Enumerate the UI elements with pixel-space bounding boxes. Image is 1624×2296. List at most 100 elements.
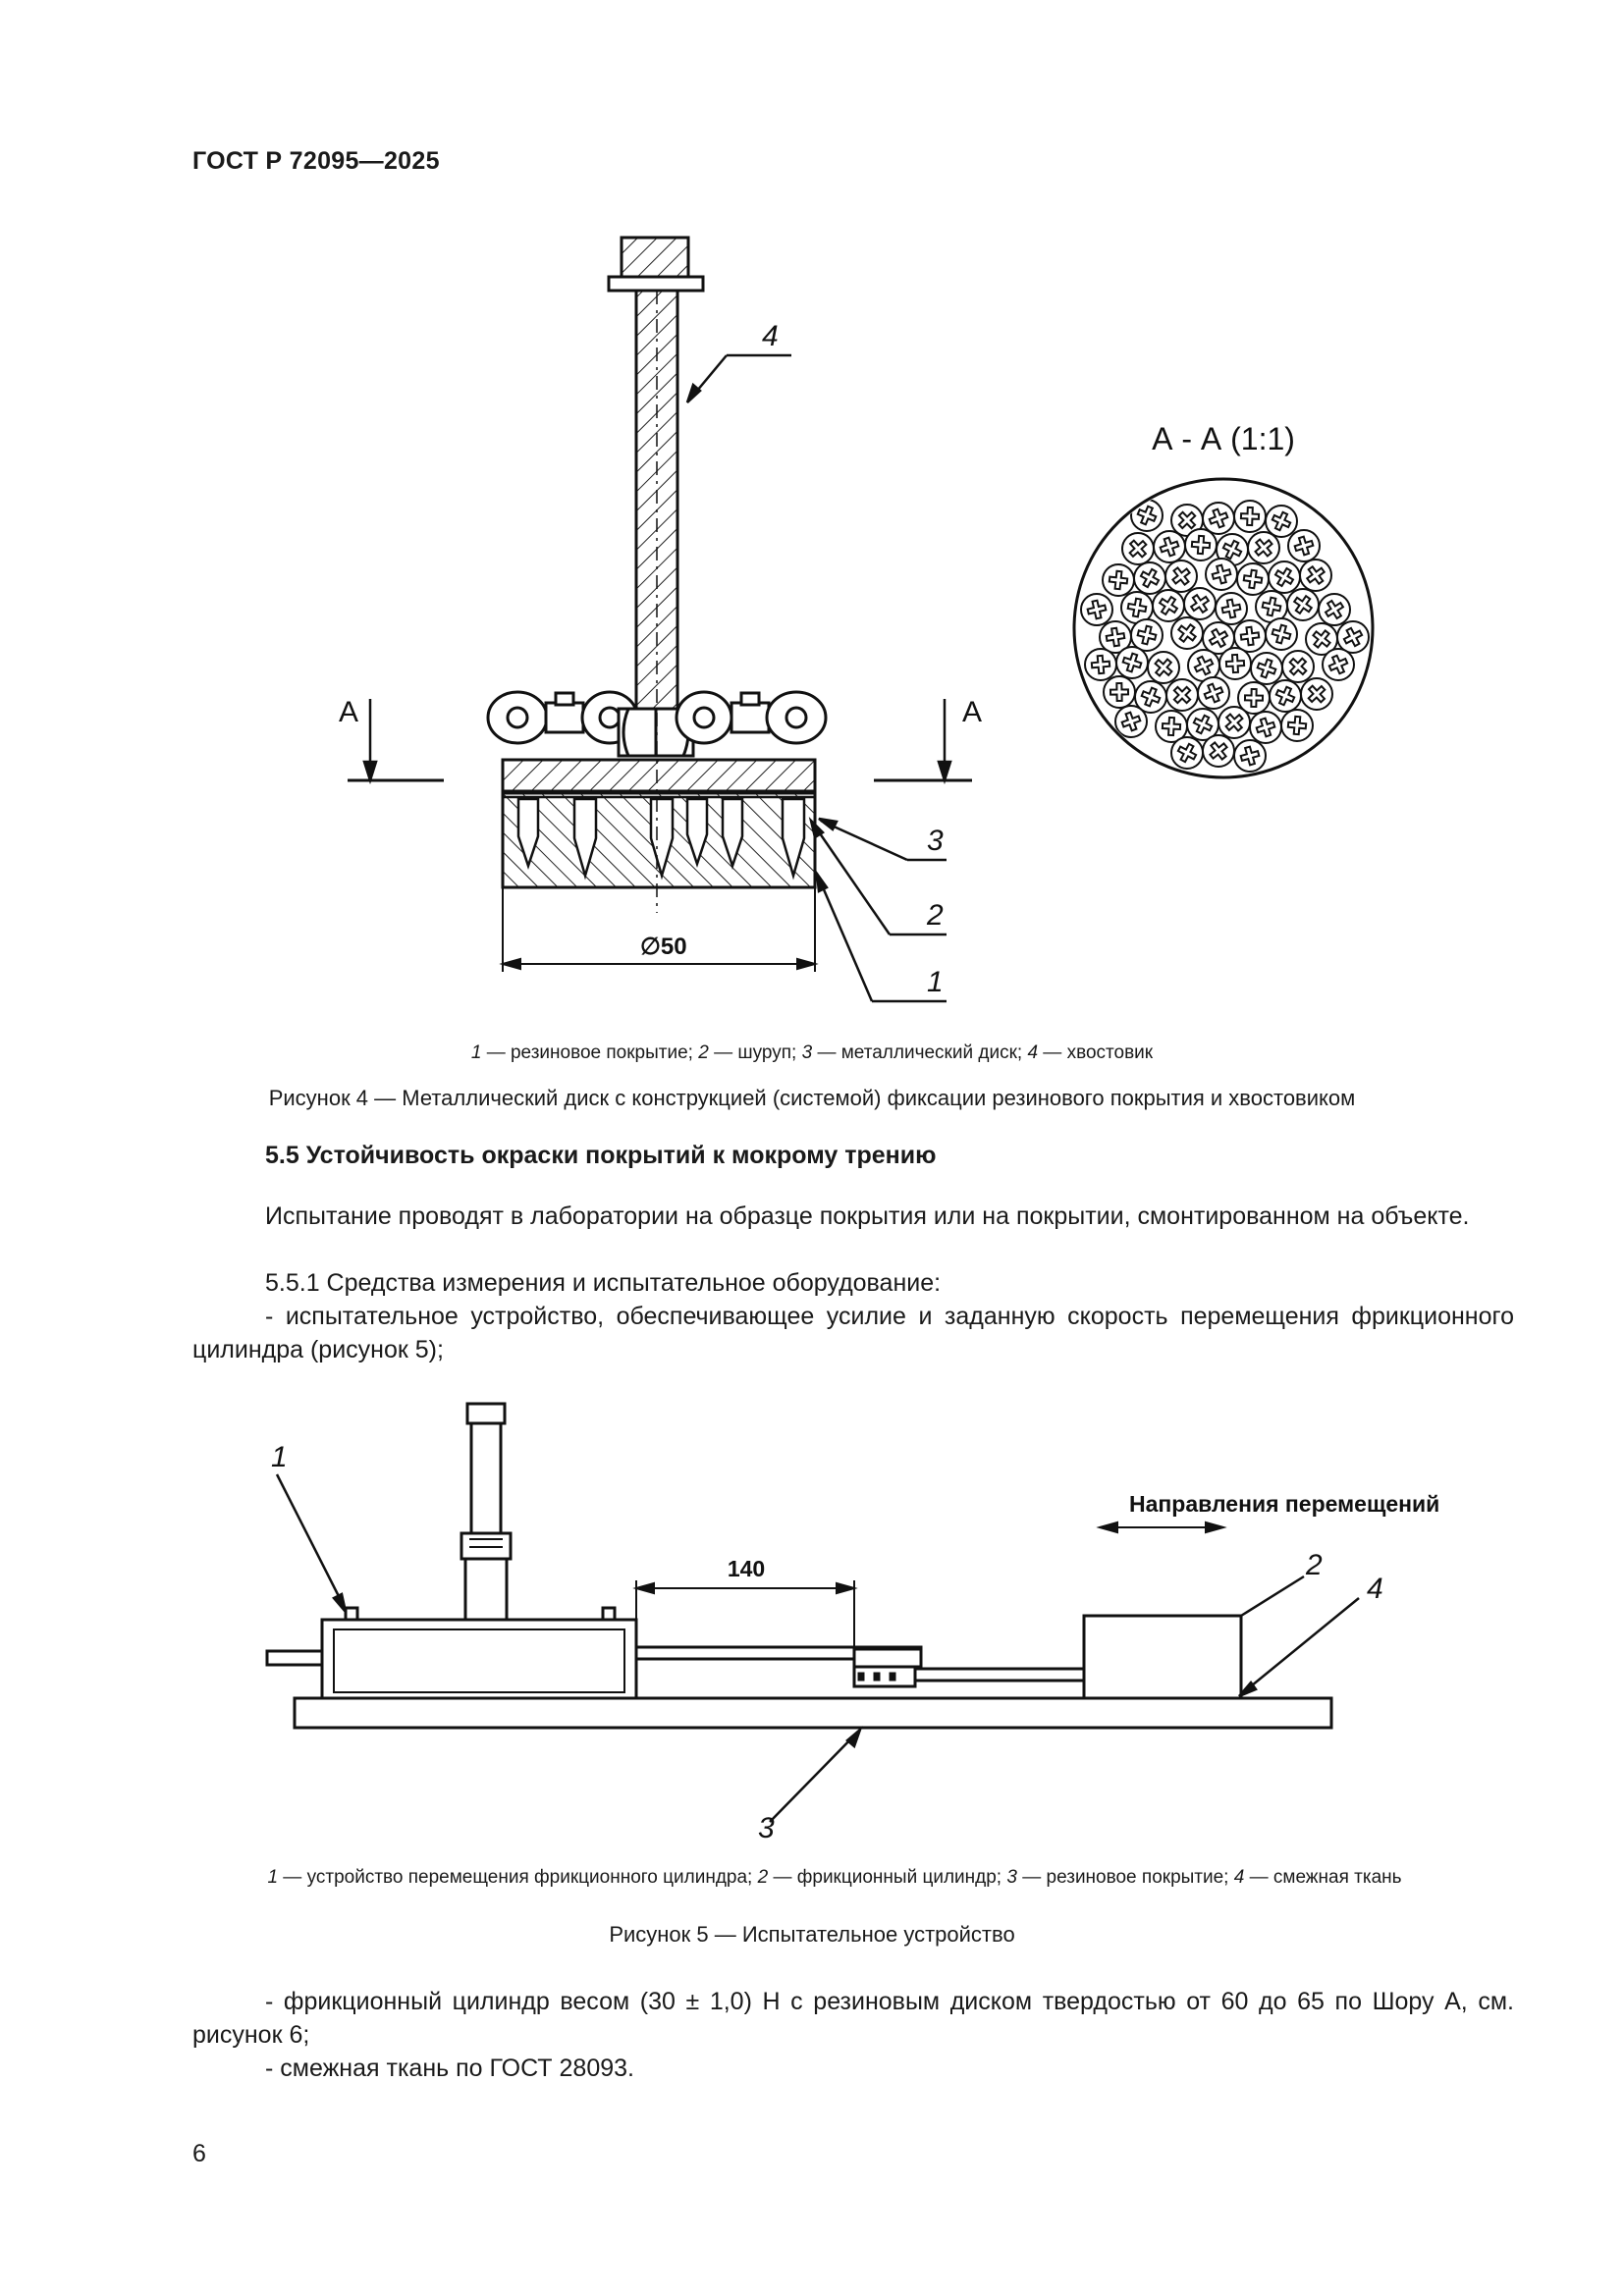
section-heading: 5.5 Устойчивость окраски покрытий к мокр… — [265, 1142, 937, 1169]
cross-slot-icon — [1220, 598, 1242, 619]
cross-slot-icon — [1189, 593, 1211, 614]
metal-disc — [501, 758, 817, 793]
cross-slot-icon — [1271, 510, 1292, 532]
cross-slot-icon — [1108, 569, 1129, 591]
left-rod — [265, 1649, 324, 1667]
cross-slot-icon — [1161, 716, 1182, 737]
figure-4-legend: 1 — резиновое покрытие; 2 — шуруп; 3 — м… — [192, 1042, 1432, 1064]
paragraph-1: Испытание проводят в лаборатории на обра… — [265, 1202, 1470, 1230]
cross-slot-icon — [1159, 536, 1180, 558]
cross-slot-icon — [1170, 565, 1192, 587]
cross-slot-icon — [1307, 684, 1326, 704]
figure-5-caption: Рисунок 5 — Испытательное устройство — [609, 1922, 1015, 1947]
dimension-140 — [632, 1580, 858, 1649]
cross-slot-icon — [1126, 597, 1148, 618]
cross-slot-icon — [1239, 745, 1261, 767]
dimension-line — [499, 887, 819, 972]
cross-slot-icon — [1209, 741, 1228, 761]
section-title: А - А (1:1) — [1152, 421, 1295, 456]
cross-slot-icon — [1221, 539, 1243, 561]
cross-slot-icon — [1271, 623, 1292, 645]
fig5-callout-1: 1 — [271, 1441, 288, 1473]
legend4-text-3: — металлический диск; — [812, 1042, 1028, 1063]
shank — [607, 236, 705, 715]
cross-slot-icon — [1288, 657, 1308, 676]
section-view-circle — [1072, 477, 1375, 779]
cross-slot-icon — [1190, 534, 1212, 556]
cross-slot-icon — [1136, 505, 1158, 526]
paragraph-3: - испытательное устройство, обеспечивающ… — [192, 1303, 1514, 1363]
cross-slot-icon — [1224, 653, 1246, 674]
callout-4: 4 — [762, 320, 779, 352]
cross-slot-icon — [1090, 654, 1111, 675]
cross-slot-icon — [1193, 655, 1215, 676]
figure-5-callout-leaders — [275, 1473, 1360, 1823]
legend4-num-4: 4 — [1027, 1042, 1039, 1063]
cross-slot-icon — [1192, 714, 1214, 735]
cross-slot-icon — [1154, 658, 1173, 677]
screws — [503, 795, 815, 881]
fig5-callout-3: 3 — [758, 1812, 775, 1844]
base-plate — [293, 1696, 1333, 1730]
callout-3: 3 — [927, 825, 944, 857]
section-mark-left: А — [339, 696, 358, 728]
section-marks — [348, 699, 972, 785]
paragraph-5: - смежная ткань по ГОСТ 28093. — [265, 2055, 634, 2082]
legend5-num-1: 1 — [267, 1867, 279, 1888]
legend5-num-2: 2 — [757, 1867, 769, 1888]
callout-leaders-123 — [808, 817, 947, 1003]
figure-5-drawing: 140 Направления перемещений 1 2 4 3 — [0, 1394, 1624, 1845]
pillar — [463, 1555, 509, 1622]
cross-slot-icon — [1211, 563, 1232, 585]
direction-label: Направления перемещений — [1129, 1491, 1439, 1517]
page-number: 6 — [192, 2140, 206, 2167]
legend4-num-1: 1 — [470, 1042, 482, 1063]
figure-4-caption: Рисунок 4 — Металлический диск с констру… — [268, 1086, 1356, 1110]
legend4-text-1: — резиновое покрытие; — [481, 1042, 699, 1063]
legend4-num-3: 3 — [801, 1042, 813, 1063]
legend4-text-4: — хвостовик — [1038, 1042, 1154, 1063]
cross-slot-icon — [1176, 742, 1198, 764]
cross-slot-icon — [1109, 681, 1130, 703]
cross-slot-icon — [1254, 538, 1273, 558]
cross-slot-icon — [1172, 685, 1192, 705]
section-mark-right: А — [962, 696, 982, 728]
document-header: ГОСТ Р 72095—2025 — [192, 147, 440, 175]
cross-slot-icon — [1342, 626, 1364, 648]
fig5-callout-2: 2 — [1305, 1549, 1323, 1581]
cross-slot-icon — [1305, 564, 1326, 586]
figure-5-legend: 1 — устройство перемещения фрикционного … — [147, 1867, 1522, 1889]
legend5-text-3: — резиновое покрытие; — [1016, 1867, 1234, 1888]
legend4-num-2: 2 — [698, 1042, 709, 1063]
cross-slot-icon — [1140, 686, 1162, 708]
paragraph-2: 5.5.1 Средства измерения и испытательное… — [265, 1269, 942, 1297]
cross-slot-icon — [1086, 599, 1108, 620]
cross-slot-icon — [1273, 566, 1295, 588]
cross-slot-icon — [1136, 624, 1158, 646]
cross-slot-icon — [1255, 717, 1276, 738]
paragraph-4: - фрикционный цилиндр весом (30 ± 1,0) Н… — [192, 1988, 1514, 2049]
cross-slot-icon — [1208, 507, 1229, 529]
legend5-text-1: — устройство перемещения фрикционного ци… — [278, 1867, 758, 1888]
dimension-label: ∅50 — [640, 934, 687, 960]
cross-slot-icon — [1121, 652, 1143, 673]
callout-1: 1 — [927, 966, 944, 998]
moving-device-body — [320, 1618, 638, 1700]
legend5-text-4: — смежная ткань — [1244, 1867, 1402, 1888]
direction-arrows — [1096, 1521, 1227, 1534]
cross-slot-icon — [1105, 626, 1126, 648]
cross-slot-icon — [1208, 627, 1229, 649]
cross-slot-icon — [1261, 596, 1282, 617]
cross-slot-icon — [1139, 567, 1161, 589]
cross-slot-icon — [1256, 658, 1277, 679]
legend5-num-4: 4 — [1233, 1867, 1245, 1888]
callout-leader-4 — [685, 353, 791, 403]
dimension-140-label: 140 — [728, 1556, 765, 1581]
cross-slot-icon — [1239, 506, 1261, 527]
cross-slot-icon — [1176, 622, 1198, 644]
cross-slot-icon — [1158, 595, 1179, 616]
cross-slot-icon — [1239, 625, 1261, 647]
fig5-callout-4: 4 — [1367, 1573, 1383, 1605]
cross-slot-icon — [1243, 687, 1265, 709]
cross-slot-icon — [1312, 629, 1331, 649]
